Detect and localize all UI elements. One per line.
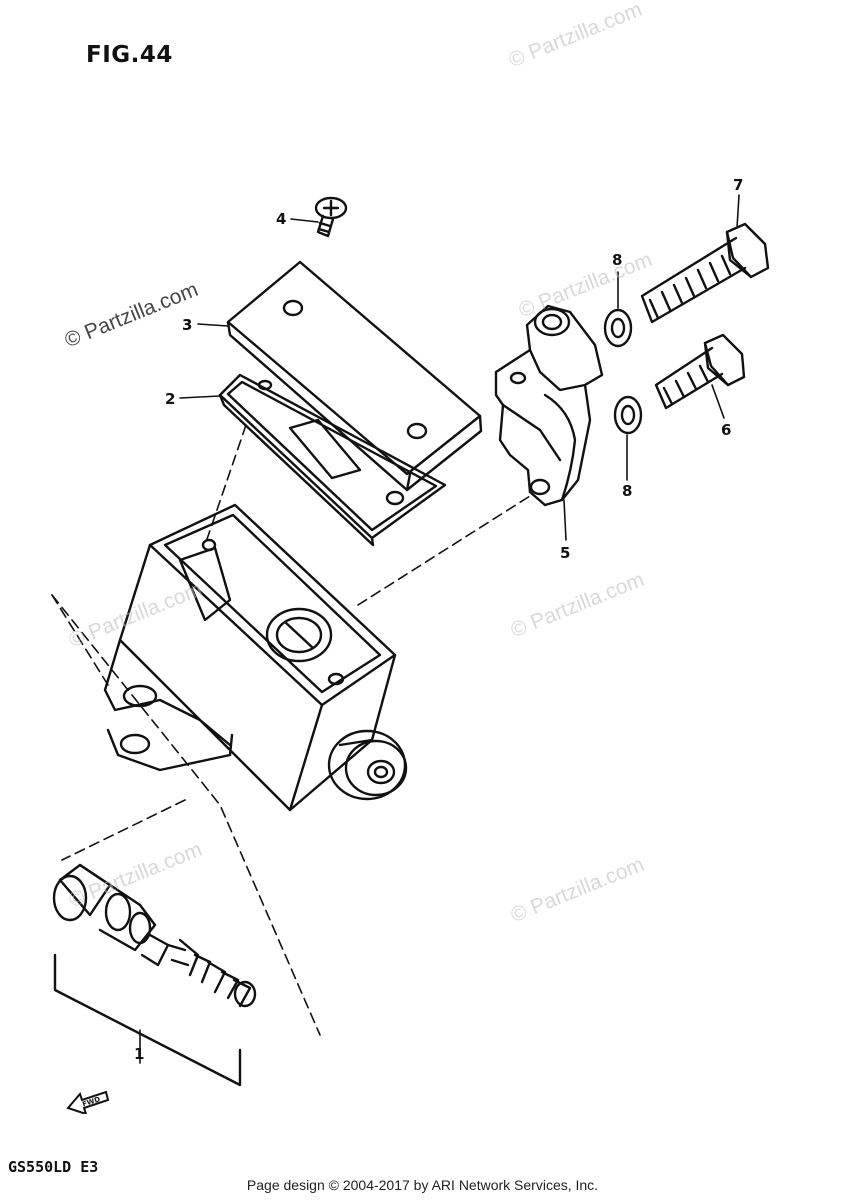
leader-lines [139,194,740,1064]
callout-4[interactable]: 4 [276,210,287,228]
callout-6[interactable]: 6 [721,421,732,439]
cap-screw[interactable] [314,196,348,238]
reservoir-diaphragm[interactable] [218,373,447,547]
model-code: GS550LD E3 [8,1158,99,1176]
callout-1[interactable]: 1 [134,1045,145,1063]
callout-8-top[interactable]: 8 [612,251,623,269]
callout-2[interactable]: 2 [165,390,176,408]
clamp-holder[interactable] [494,304,604,507]
washer[interactable] [613,395,643,435]
callout-7[interactable]: 7 [733,176,744,194]
callout-5[interactable]: 5 [560,544,571,562]
master-cylinder-body[interactable] [103,503,408,812]
forward-arrow-icon: FWD [66,1090,110,1114]
short-bolt[interactable] [654,333,746,410]
callout-8-bottom[interactable]: 8 [622,482,633,500]
long-bolt[interactable] [640,222,770,324]
figure-title: FIG.44 [86,42,173,68]
svg-text:FWD: FWD [81,1095,101,1108]
piston-spring-kit[interactable] [52,863,257,1087]
assembly-lines [51,424,531,1036]
reservoir-cap[interactable] [226,260,483,492]
callout-3[interactable]: 3 [182,316,193,334]
footer-copyright: Page design © 2004-2017 by ARI Network S… [246,1177,599,1193]
washer[interactable] [603,308,633,348]
